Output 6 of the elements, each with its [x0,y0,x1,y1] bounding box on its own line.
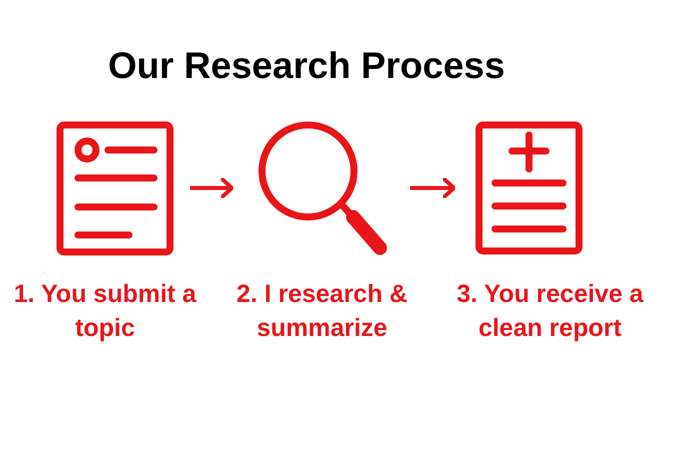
arrow [410,177,456,199]
title: Our Research Process [108,44,505,88]
step-caption: 2. I research & summarize [236,279,408,344]
step-caption: 1. You submit a topic [12,279,198,344]
arrow [190,177,234,199]
step-caption: 3. You receive a clean report [456,279,644,344]
